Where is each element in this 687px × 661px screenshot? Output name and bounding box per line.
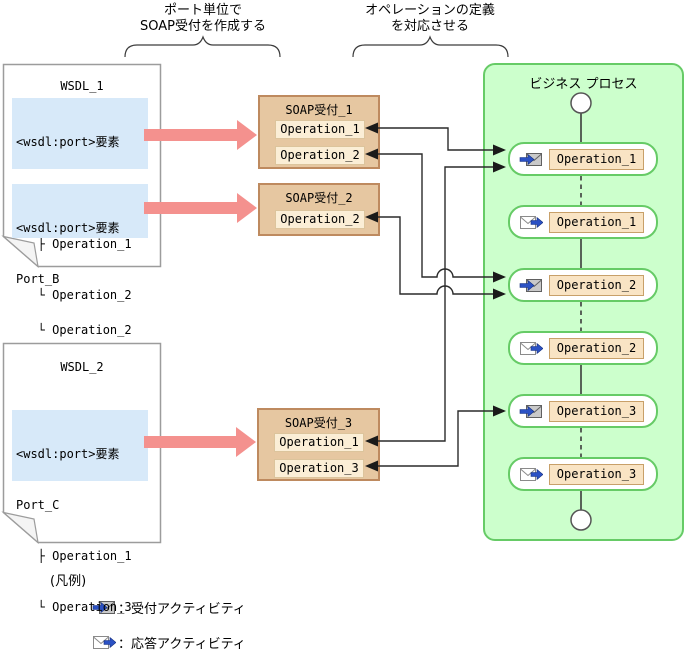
annotation-line: SOAP受付を作成する xyxy=(140,19,266,34)
receive-activity-icon xyxy=(519,404,542,418)
pink-arrow-port-c xyxy=(144,427,256,457)
annotation-map-operations: オペレーションの定義 を対応させる xyxy=(325,3,535,35)
soap3-operation-1: Operation_1 xyxy=(274,433,364,452)
activity-operation-label: Operation_2 xyxy=(549,337,644,359)
business-process-title: ビジネス プロセス xyxy=(529,77,638,92)
wsdl-port-line: <wsdl:port>要素 xyxy=(16,447,120,461)
soap-reception-3-title: SOAP受付_3 xyxy=(284,416,353,430)
wsdl-port-line: <wsdl:port>要素 xyxy=(16,221,120,235)
soap-reception-2-title: SOAP受付_2 xyxy=(285,191,353,205)
soap-reception-1-box: SOAP受付_1 Operation_1 Operation_2 xyxy=(258,95,380,169)
wsdl1-title: WSDL_1 xyxy=(60,79,104,93)
reply-activity-operation-3: Operation_3 xyxy=(508,457,658,491)
wsdl1-port-a-block: <wsdl:port>要素 Port_A ├ Operation_1 └ Ope… xyxy=(12,98,148,302)
left-brace xyxy=(124,35,281,58)
receive-activity-icon xyxy=(519,152,542,166)
receive-activity-operation-1: Operation_1 xyxy=(508,142,658,176)
annotation-line: を対応させる xyxy=(390,19,469,34)
right-brace xyxy=(352,35,509,58)
wsdl-port-line: Port_C xyxy=(16,498,60,512)
wsdl-port-line: └ Operation_2 xyxy=(16,288,132,302)
wsdl-port-line: Port_B xyxy=(16,272,60,286)
receive-activity-icon xyxy=(519,278,542,292)
activity-operation-label: Operation_3 xyxy=(549,463,644,485)
wsdl1-port-b-block: <wsdl:port>要素 Port_B └ Operation_2 xyxy=(12,184,148,337)
receive-activity-icon xyxy=(92,601,115,614)
wsdl-port-line: └ Operation_2 xyxy=(16,323,132,337)
pink-arrows xyxy=(144,120,257,457)
legend-title: (凡例) xyxy=(50,574,87,589)
legend-label-reply: ：応答アクティビティ xyxy=(118,637,246,652)
wsdl-port-line: ├ Operation_1 xyxy=(16,549,132,563)
activity-operation-label: Operation_3 xyxy=(549,400,644,422)
soap-reception-2-box: SOAP受付_2 Operation_2 xyxy=(258,183,380,236)
reply-activity-icon xyxy=(520,215,543,229)
soap3-operation-3: Operation_3 xyxy=(274,459,364,478)
soap1-operation-2: Operation_2 xyxy=(275,146,365,165)
soap2-operation-2: Operation_2 xyxy=(275,210,365,229)
wsdl-port-line: └ Operation_3 xyxy=(16,600,132,614)
pink-arrow-port-a xyxy=(144,120,257,150)
legend-item-reply: ：応答アクティビティ xyxy=(92,633,246,652)
wsdl2-title: WSDL_2 xyxy=(60,360,104,374)
reply-activity-icon xyxy=(520,467,543,481)
wsdl2-port-c-block: <wsdl:port>要素 Port_C ├ Operation_1 └ Ope… xyxy=(12,410,148,614)
soap-reception-1-title: SOAP受付_1 xyxy=(285,103,353,117)
legend-item-receive: ：受付アクティビティ xyxy=(92,598,246,617)
activity-operation-label: Operation_1 xyxy=(549,148,644,170)
activity-operation-label: Operation_1 xyxy=(549,211,644,233)
wsdl-port-line: <wsdl:port>要素 xyxy=(16,135,120,149)
receive-activity-operation-2: Operation_2 xyxy=(508,268,658,302)
legend-label-receive: ：受付アクティビティ xyxy=(118,602,246,617)
annotation-line: ポート単位で xyxy=(163,3,242,18)
reply-activity-operation-2: Operation_2 xyxy=(508,331,658,365)
business-process-panel: ビジネス プロセス Operation_1 Operation_1 xyxy=(483,63,684,541)
receive-activity-operation-3: Operation_3 xyxy=(508,394,658,428)
annotation-create-soap-reception: ポート単位で SOAP受付を作成する xyxy=(98,3,308,35)
soap-reception-3-box: SOAP受付_3 Operation_1 Operation_3 xyxy=(257,408,380,481)
pink-arrow-port-b xyxy=(144,193,257,223)
reply-activity-icon xyxy=(93,636,116,649)
activity-operation-label: Operation_2 xyxy=(549,274,644,296)
annotation-line: オペレーションの定義 xyxy=(365,3,495,18)
reply-activity-icon xyxy=(520,341,543,355)
soap1-operation-1: Operation_1 xyxy=(275,120,365,139)
reply-activity-operation-1: Operation_1 xyxy=(508,205,658,239)
